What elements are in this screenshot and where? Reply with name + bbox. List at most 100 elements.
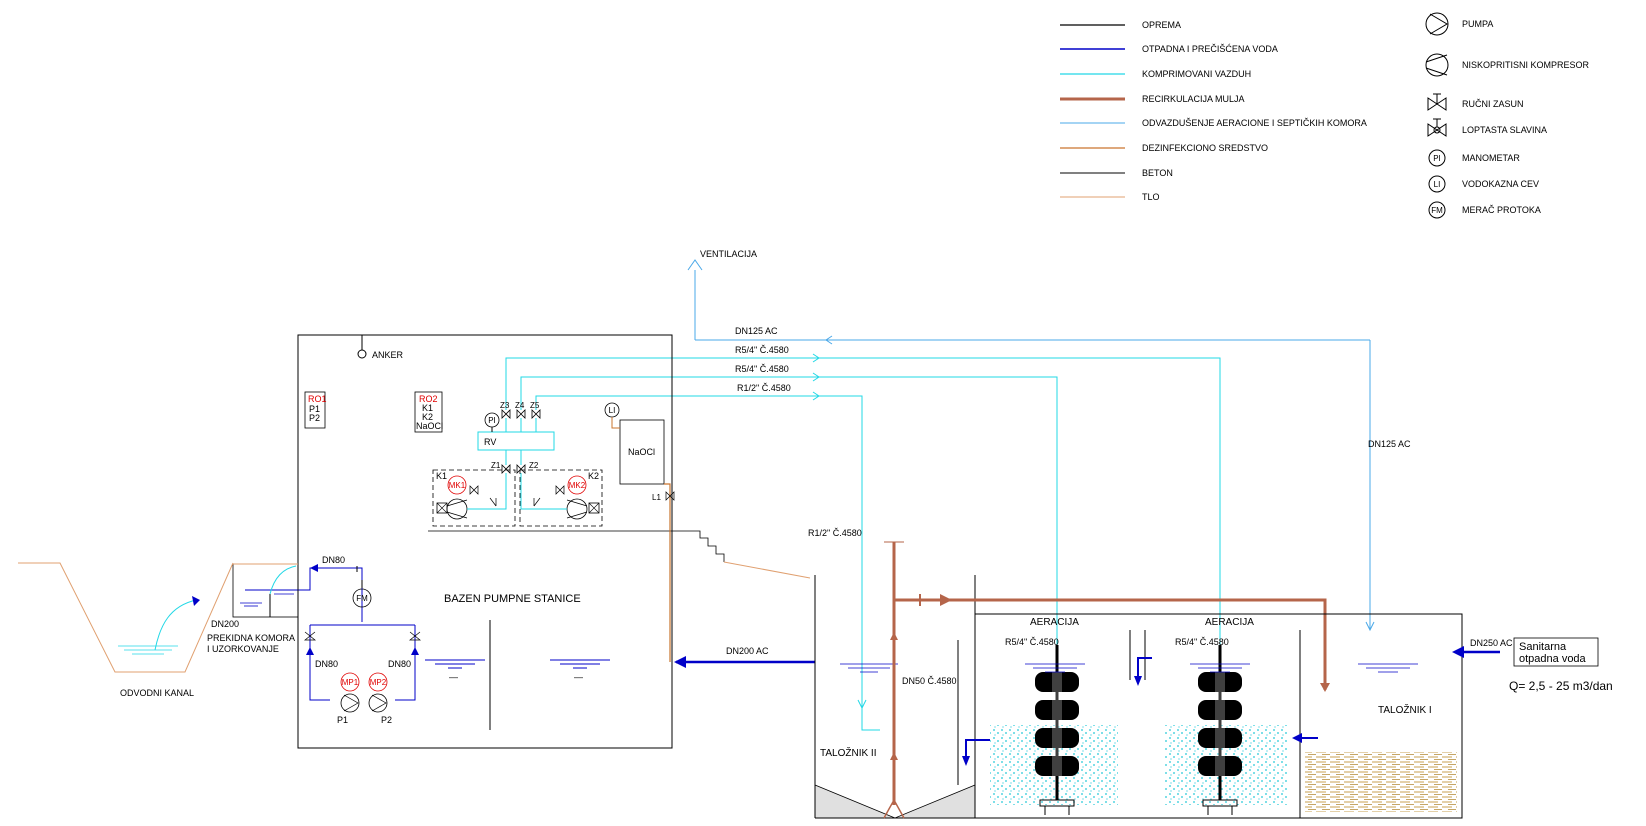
legend-line-odvazdusenje: ODVAZDUŠENJE AERACIONE I SEPTIČKIH KOMOR… bbox=[1060, 118, 1367, 128]
dn200-pipe: DN200 AC bbox=[674, 646, 815, 668]
ventilation-line: VENTILACIJA DN125 AC DN125 AC bbox=[687, 249, 1411, 632]
flow-meter-icon: FM MERAČ PROTOKA bbox=[1428, 201, 1541, 219]
aeration-2-pipe-label: R5/4" Č.4580 bbox=[1175, 637, 1229, 647]
dn80-right-label: DN80 bbox=[388, 659, 411, 669]
mp1-label: MP1 bbox=[342, 678, 359, 687]
z2-label: Z2 bbox=[529, 461, 539, 470]
dn250-label: DN250 AC bbox=[1470, 638, 1513, 648]
blower-station: RV PI Z3 Z4 Z5 Z1 Z2 K1 MK1 bbox=[432, 400, 675, 662]
air-pipe-label-1: R5/4" Č.4580 bbox=[735, 345, 789, 355]
z4-label: Z4 bbox=[515, 401, 525, 410]
air-pipe-label-3: R1/2" Č.4580 bbox=[737, 383, 791, 393]
legend-symbol-label: PUMPA bbox=[1462, 19, 1493, 29]
mk2-label: MK2 bbox=[569, 481, 586, 490]
legend-label: OTPADNA I PREČIŠĆENA VODA bbox=[1142, 44, 1278, 54]
legend-line-tlo: TLO bbox=[1060, 192, 1160, 202]
mk1-label: MK1 bbox=[449, 481, 466, 490]
svg-text:PI: PI bbox=[1433, 154, 1441, 163]
legend-symbol-label: VODOKAZNA CEV bbox=[1462, 179, 1539, 189]
p2-label: P2 bbox=[381, 715, 392, 725]
legend-symbol-label: LOPTASTA SLAVINA bbox=[1462, 125, 1547, 135]
legend-label: OPREMA bbox=[1142, 20, 1181, 30]
legend-line-dezinfekcija: DEZINFEKCIONO SREDSTVO bbox=[1060, 143, 1268, 153]
interruption-chamber-label-1: PREKIDNA KOMORA bbox=[207, 633, 295, 643]
svg-text:P1: P1 bbox=[309, 404, 320, 414]
pump-p1-icon bbox=[340, 693, 360, 713]
legend-label: ODVAZDUŠENJE AERACIONE I SEPTIČKIH KOMOR… bbox=[1142, 118, 1367, 128]
legend-line-komprimovani-vazduh: KOMPRIMOVANI VAZDUH bbox=[1060, 69, 1251, 79]
interruption-chamber-label-2: I UZORKOVANJE bbox=[207, 644, 279, 654]
dn80-top-label: DN80 bbox=[322, 555, 345, 565]
l1-label: L1 bbox=[652, 493, 661, 502]
gate-valve-icon: RUČNI ZASUN bbox=[1427, 93, 1524, 111]
aeration-1-label: AERACIJA bbox=[1030, 617, 1079, 628]
naocl-tank-label: NaOCl bbox=[628, 447, 655, 457]
outfall-channel-label: ODVODNI KANAL bbox=[120, 688, 194, 698]
rv-label: RV bbox=[484, 437, 496, 447]
dn50-label: DN50 Č.4580 bbox=[902, 676, 957, 686]
ro1-label: RO1 bbox=[308, 394, 327, 404]
legend-label: DEZINFEKCIONO SREDSTVO bbox=[1142, 143, 1268, 153]
ro2-label: RO2 bbox=[419, 394, 438, 404]
svg-text:PI: PI bbox=[488, 416, 496, 425]
anchor-label: ANKER bbox=[372, 350, 404, 360]
svg-text:FM: FM bbox=[1431, 206, 1443, 215]
compressor-icon: NISKOPRITISNI KOMPRESOR bbox=[1425, 53, 1590, 77]
svg-text:NaOCl: NaOCl bbox=[416, 421, 443, 431]
pump-icon: PUMPA bbox=[1425, 12, 1493, 36]
k2-label: K2 bbox=[588, 471, 599, 481]
taloznik2-label: TALOŽNIK II bbox=[820, 746, 877, 759]
dn125-label: DN125 AC bbox=[735, 326, 778, 336]
legend-line-beton: BETON bbox=[1060, 168, 1173, 178]
dn125-side-label: DN125 AC bbox=[1368, 439, 1411, 449]
legend-label: TLO bbox=[1142, 192, 1160, 202]
legend-symbol-label: MERAČ PROTOKA bbox=[1462, 205, 1541, 215]
dn80-left-label: DN80 bbox=[315, 659, 338, 669]
legend-symbol-label: RUČNI ZASUN bbox=[1462, 99, 1524, 109]
svg-text:Sanitarna: Sanitarna bbox=[1519, 641, 1567, 653]
ventilation-label: VENTILACIJA bbox=[700, 249, 757, 259]
svg-text:P2: P2 bbox=[309, 413, 320, 423]
legend-symbol-label: NISKOPRITISNI KOMPRESOR bbox=[1462, 60, 1590, 70]
legend: OPREMA OTPADNA I PREČIŠĆENA VODA KOMPRIM… bbox=[1060, 12, 1590, 219]
diffuser-2 bbox=[1198, 645, 1242, 815]
z1-label: Z1 bbox=[491, 461, 501, 470]
pump-station-building: ANKER RO1 P1 P2 RO2 K1 K2 NaOCl BAZEN PU… bbox=[297, 334, 811, 749]
svg-text:K2: K2 bbox=[422, 412, 433, 422]
inflow-source-box bbox=[1513, 637, 1599, 667]
manometer-icon: PI MANOMETAR bbox=[1428, 149, 1520, 167]
diffuser-1 bbox=[1035, 645, 1079, 815]
ball-valve-icon: LOPTASTA SLAVINA bbox=[1427, 118, 1547, 137]
air-lines: R5/4" Č.4580 R5/4" Č.4580 R1/2" Č.4580 R… bbox=[505, 345, 1221, 731]
p1-label: P1 bbox=[337, 715, 348, 725]
discharge-pumps: DN80 FM DN80 DN80 MP1 MP2 P1 P2 bbox=[245, 555, 421, 725]
legend-label: RECIRKULACIJA MULJA bbox=[1142, 94, 1245, 104]
air-pipe-label-4: R1/2" Č.4580 bbox=[808, 528, 862, 538]
outfall: DN200 PREKIDNA KOMORA I UZORKOVANJE ODVO… bbox=[18, 562, 299, 698]
flow-rate-label: Q= 2,5 - 25 m3/dan bbox=[1509, 679, 1613, 693]
legend-label: KOMPRIMOVANI VAZDUH bbox=[1142, 69, 1251, 79]
dn200ac-label: DN200 AC bbox=[726, 646, 769, 656]
dn200-label: DN200 bbox=[211, 619, 239, 629]
svg-text:K1: K1 bbox=[422, 403, 433, 413]
level-gauge-icon: LI VODOKAZNA CEV bbox=[1428, 175, 1539, 193]
taloznik1-label: TALOŽNIK I bbox=[1378, 703, 1432, 716]
legend-line-oprema: OPREMA bbox=[1060, 20, 1181, 30]
legend-label: BETON bbox=[1142, 168, 1173, 178]
air-pipe-label-2: R5/4" Č.4580 bbox=[735, 364, 789, 374]
pump-station-title: BAZEN PUMPNE STANICE bbox=[444, 593, 581, 605]
legend-symbol-label: MANOMETAR bbox=[1462, 153, 1520, 163]
legend-line-otpadna-voda: OTPADNA I PREČIŠĆENA VODA bbox=[1060, 44, 1278, 54]
treatment-plant: TALOŽNIK II DN50 Č.4580 AERACIJA AERACIJ… bbox=[814, 541, 1613, 819]
z5-label: Z5 bbox=[530, 401, 540, 410]
svg-text:—: — bbox=[449, 672, 458, 682]
svg-text:FM: FM bbox=[356, 594, 368, 603]
aeration-1-pipe-label: R5/4" Č.4580 bbox=[1005, 637, 1059, 647]
legend-line-recirkulacija: RECIRKULACIJA MULJA bbox=[1060, 94, 1245, 104]
svg-text:LI: LI bbox=[609, 406, 616, 415]
aeration-2-label: AERACIJA bbox=[1205, 617, 1254, 628]
k1-label: K1 bbox=[436, 471, 447, 481]
compressor-k2-icon bbox=[566, 498, 588, 520]
svg-text:otpadna voda: otpadna voda bbox=[1519, 653, 1587, 665]
